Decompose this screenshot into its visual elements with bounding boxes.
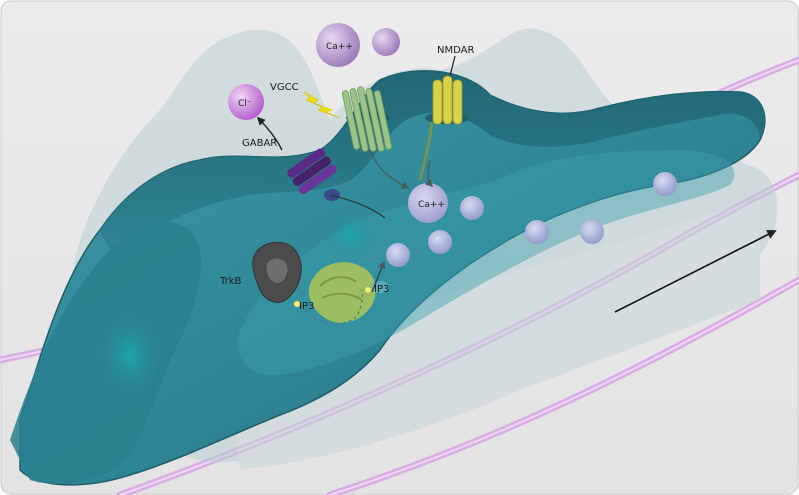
vesicle bbox=[580, 220, 604, 244]
ip3-dashed-path bbox=[297, 289, 364, 325]
trkb-receptor bbox=[252, 241, 302, 303]
arrow-icon bbox=[369, 149, 410, 189]
vesicle bbox=[460, 196, 484, 220]
ip3-molecule bbox=[293, 300, 301, 308]
lightning-icon bbox=[303, 91, 341, 119]
gabar-receptor bbox=[287, 148, 340, 201]
ip3-molecule bbox=[364, 286, 372, 294]
nucleus-center bbox=[322, 209, 378, 261]
direction-arrow-icon bbox=[614, 230, 777, 313]
label-cl: Cl⁻ bbox=[238, 99, 252, 109]
er-ip3-receptor bbox=[308, 262, 389, 323]
vesicles bbox=[386, 172, 677, 267]
vesicle bbox=[653, 172, 677, 196]
vesicle bbox=[428, 230, 452, 254]
vesicle bbox=[525, 220, 549, 244]
calcium-ion-inner bbox=[408, 183, 448, 223]
connector-line bbox=[329, 194, 386, 219]
chloride-ion bbox=[228, 84, 264, 120]
label-ip3-right: IP3 bbox=[374, 284, 389, 295]
arrow-icon bbox=[424, 159, 434, 188]
neuron-cell bbox=[10, 70, 766, 486]
vgcc-channel bbox=[341, 86, 393, 152]
label-trkb: TrkB bbox=[219, 276, 242, 287]
arrow-icon bbox=[256, 116, 283, 151]
label-ca-top: Ca++ bbox=[326, 42, 353, 52]
calcium-ion-outer bbox=[316, 23, 360, 67]
label-ca-inner: Ca++ bbox=[418, 200, 445, 210]
pathway-arrows bbox=[256, 116, 777, 325]
calcium-ion-small bbox=[372, 28, 400, 56]
label-gabar: GABAR bbox=[242, 138, 277, 149]
label-ip3-left: IP3 bbox=[299, 301, 314, 312]
label-vgcc: VGCC bbox=[270, 82, 299, 93]
ions bbox=[228, 23, 448, 223]
arrow-icon bbox=[371, 260, 386, 293]
nmdar-receptor bbox=[418, 55, 469, 181]
label-nmdar: NMDAR bbox=[437, 45, 474, 56]
nucleus-left bbox=[98, 313, 162, 397]
vesicle bbox=[386, 243, 410, 267]
